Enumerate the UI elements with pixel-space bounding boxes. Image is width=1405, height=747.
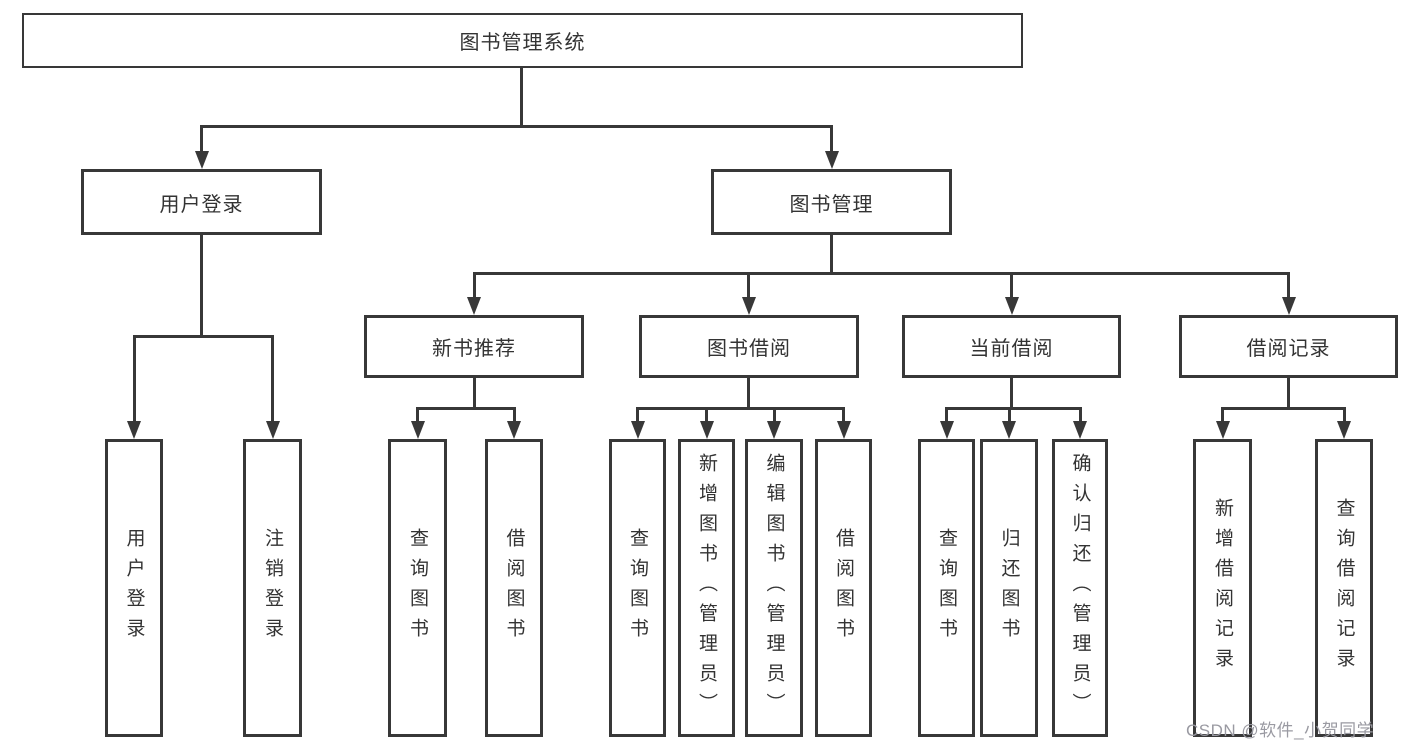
connector-vline xyxy=(1078,407,1082,422)
leaf-borrow-books: 借阅图书 xyxy=(815,439,872,737)
arrow-down-icon xyxy=(1215,421,1230,439)
arrow-down-icon xyxy=(1002,421,1016,439)
connector-vline xyxy=(1010,272,1013,298)
leaf-logout-label: 注销登录 xyxy=(262,528,283,648)
node-root-label: 图书管理系统 xyxy=(459,32,586,54)
connector-vline xyxy=(132,335,136,422)
connector-vline xyxy=(200,235,203,335)
connector-vline xyxy=(1287,272,1290,298)
leaf-query-books-borrow-label: 查询图书 xyxy=(627,528,648,648)
arrow-down-icon xyxy=(824,151,839,169)
node-borrow-record-label: 借阅记录 xyxy=(1246,338,1331,360)
connector-vline xyxy=(200,125,203,152)
node-current-borrow-label: 当前借阅 xyxy=(969,338,1054,360)
leaf-query-books-borrow: 查询图书 xyxy=(609,439,666,737)
connector-hline xyxy=(945,407,1082,410)
leaf-query-books-recommend-label: 查询图书 xyxy=(407,528,428,648)
arrow-down-icon xyxy=(265,421,280,439)
leaf-borrow-books-recommend: 借阅图书 xyxy=(485,439,543,737)
leaf-edit-books-admin: 编辑图书（管理员） xyxy=(745,439,803,737)
leaf-logout: 注销登录 xyxy=(243,439,302,737)
arrow-down-icon xyxy=(410,421,425,439)
node-book-management-label: 图书管理 xyxy=(789,193,874,216)
leaf-user-login-label: 用户登录 xyxy=(123,528,145,648)
connector-vline xyxy=(830,235,833,272)
leaf-confirm-return-admin: 确认归还（管理员） xyxy=(1052,439,1108,737)
node-borrow-record: 借阅记录 xyxy=(1179,315,1398,378)
arrow-down-icon xyxy=(699,421,714,439)
connector-vline xyxy=(945,407,948,422)
arrow-down-icon xyxy=(836,421,851,439)
leaf-edit-books-admin-label: 编辑图书（管理员） xyxy=(763,453,785,723)
connector-hline xyxy=(472,272,1290,275)
connector-vline xyxy=(747,378,750,407)
node-user-login: 用户登录 xyxy=(81,169,322,235)
leaf-query-borrow-record: 查询借阅记录 xyxy=(1315,439,1373,737)
connector-hline xyxy=(199,125,833,128)
leaf-user-login: 用户登录 xyxy=(105,439,163,737)
arrow-down-icon xyxy=(507,421,521,439)
connector-vline xyxy=(519,68,523,125)
leaf-query-books-current-label: 查询图书 xyxy=(936,528,957,648)
connector-vline xyxy=(1221,407,1224,422)
leaf-borrow-books-recommend-label: 借阅图书 xyxy=(503,528,525,648)
connector-vline xyxy=(416,407,419,422)
leaf-add-books-admin: 新增图书（管理员） xyxy=(678,439,735,737)
arrow-down-icon xyxy=(741,297,756,315)
connector-hline xyxy=(416,407,516,410)
connector-vline xyxy=(1007,407,1011,422)
connector-vline xyxy=(1342,407,1346,422)
node-new-book-recommend-label: 新书推荐 xyxy=(432,338,516,360)
connector-vline xyxy=(472,378,476,407)
connector-vline xyxy=(512,407,516,422)
arrow-down-icon xyxy=(939,421,954,439)
node-user-login-label: 用户登录 xyxy=(159,193,244,216)
leaf-return-books: 归还图书 xyxy=(980,439,1038,737)
leaf-confirm-return-admin-label: 确认归还（管理员） xyxy=(1069,453,1091,723)
leaf-add-borrow-record-label: 新增借阅记录 xyxy=(1212,498,1233,678)
leaf-add-borrow-record: 新增借阅记录 xyxy=(1193,439,1252,737)
connector-vline xyxy=(636,407,639,422)
leaf-query-borrow-record-label: 查询借阅记录 xyxy=(1333,498,1355,678)
connector-vline xyxy=(842,407,845,422)
connector-hline xyxy=(636,407,845,410)
connector-hline xyxy=(1221,407,1346,410)
arrow-down-icon xyxy=(630,421,645,439)
node-new-book-recommend: 新书推荐 xyxy=(364,315,584,378)
connector-vline xyxy=(705,407,708,422)
arrow-down-icon xyxy=(1281,297,1296,315)
arrow-down-icon xyxy=(767,421,781,439)
arrow-down-icon xyxy=(127,421,141,439)
connector-vline xyxy=(1287,378,1290,407)
connector-vline xyxy=(1010,378,1013,407)
arrow-down-icon xyxy=(1004,297,1019,315)
watermark: CSDN @软件_小贺同学 xyxy=(1186,721,1375,740)
connector-hline xyxy=(132,335,274,338)
leaf-return-books-label: 归还图书 xyxy=(998,528,1020,648)
leaf-borrow-books-label: 借阅图书 xyxy=(833,528,854,648)
connector-vline xyxy=(472,272,476,298)
arrow-down-icon xyxy=(1337,421,1351,439)
node-root: 图书管理系统 xyxy=(22,13,1023,68)
arrow-down-icon xyxy=(467,297,481,315)
connector-vline xyxy=(271,335,274,422)
node-book-management: 图书管理 xyxy=(711,169,952,235)
node-book-borrow-label: 图书借阅 xyxy=(707,338,791,360)
connector-vline xyxy=(772,407,776,422)
node-current-borrow: 当前借阅 xyxy=(902,315,1121,378)
connector-vline xyxy=(747,272,750,298)
leaf-add-books-admin-label: 新增图书（管理员） xyxy=(696,453,717,723)
arrow-down-icon xyxy=(1073,421,1087,439)
leaf-query-books-current: 查询图书 xyxy=(918,439,975,737)
node-book-borrow: 图书借阅 xyxy=(639,315,859,378)
leaf-query-books-recommend: 查询图书 xyxy=(388,439,447,737)
connector-vline xyxy=(830,125,833,152)
arrow-down-icon xyxy=(194,151,209,169)
